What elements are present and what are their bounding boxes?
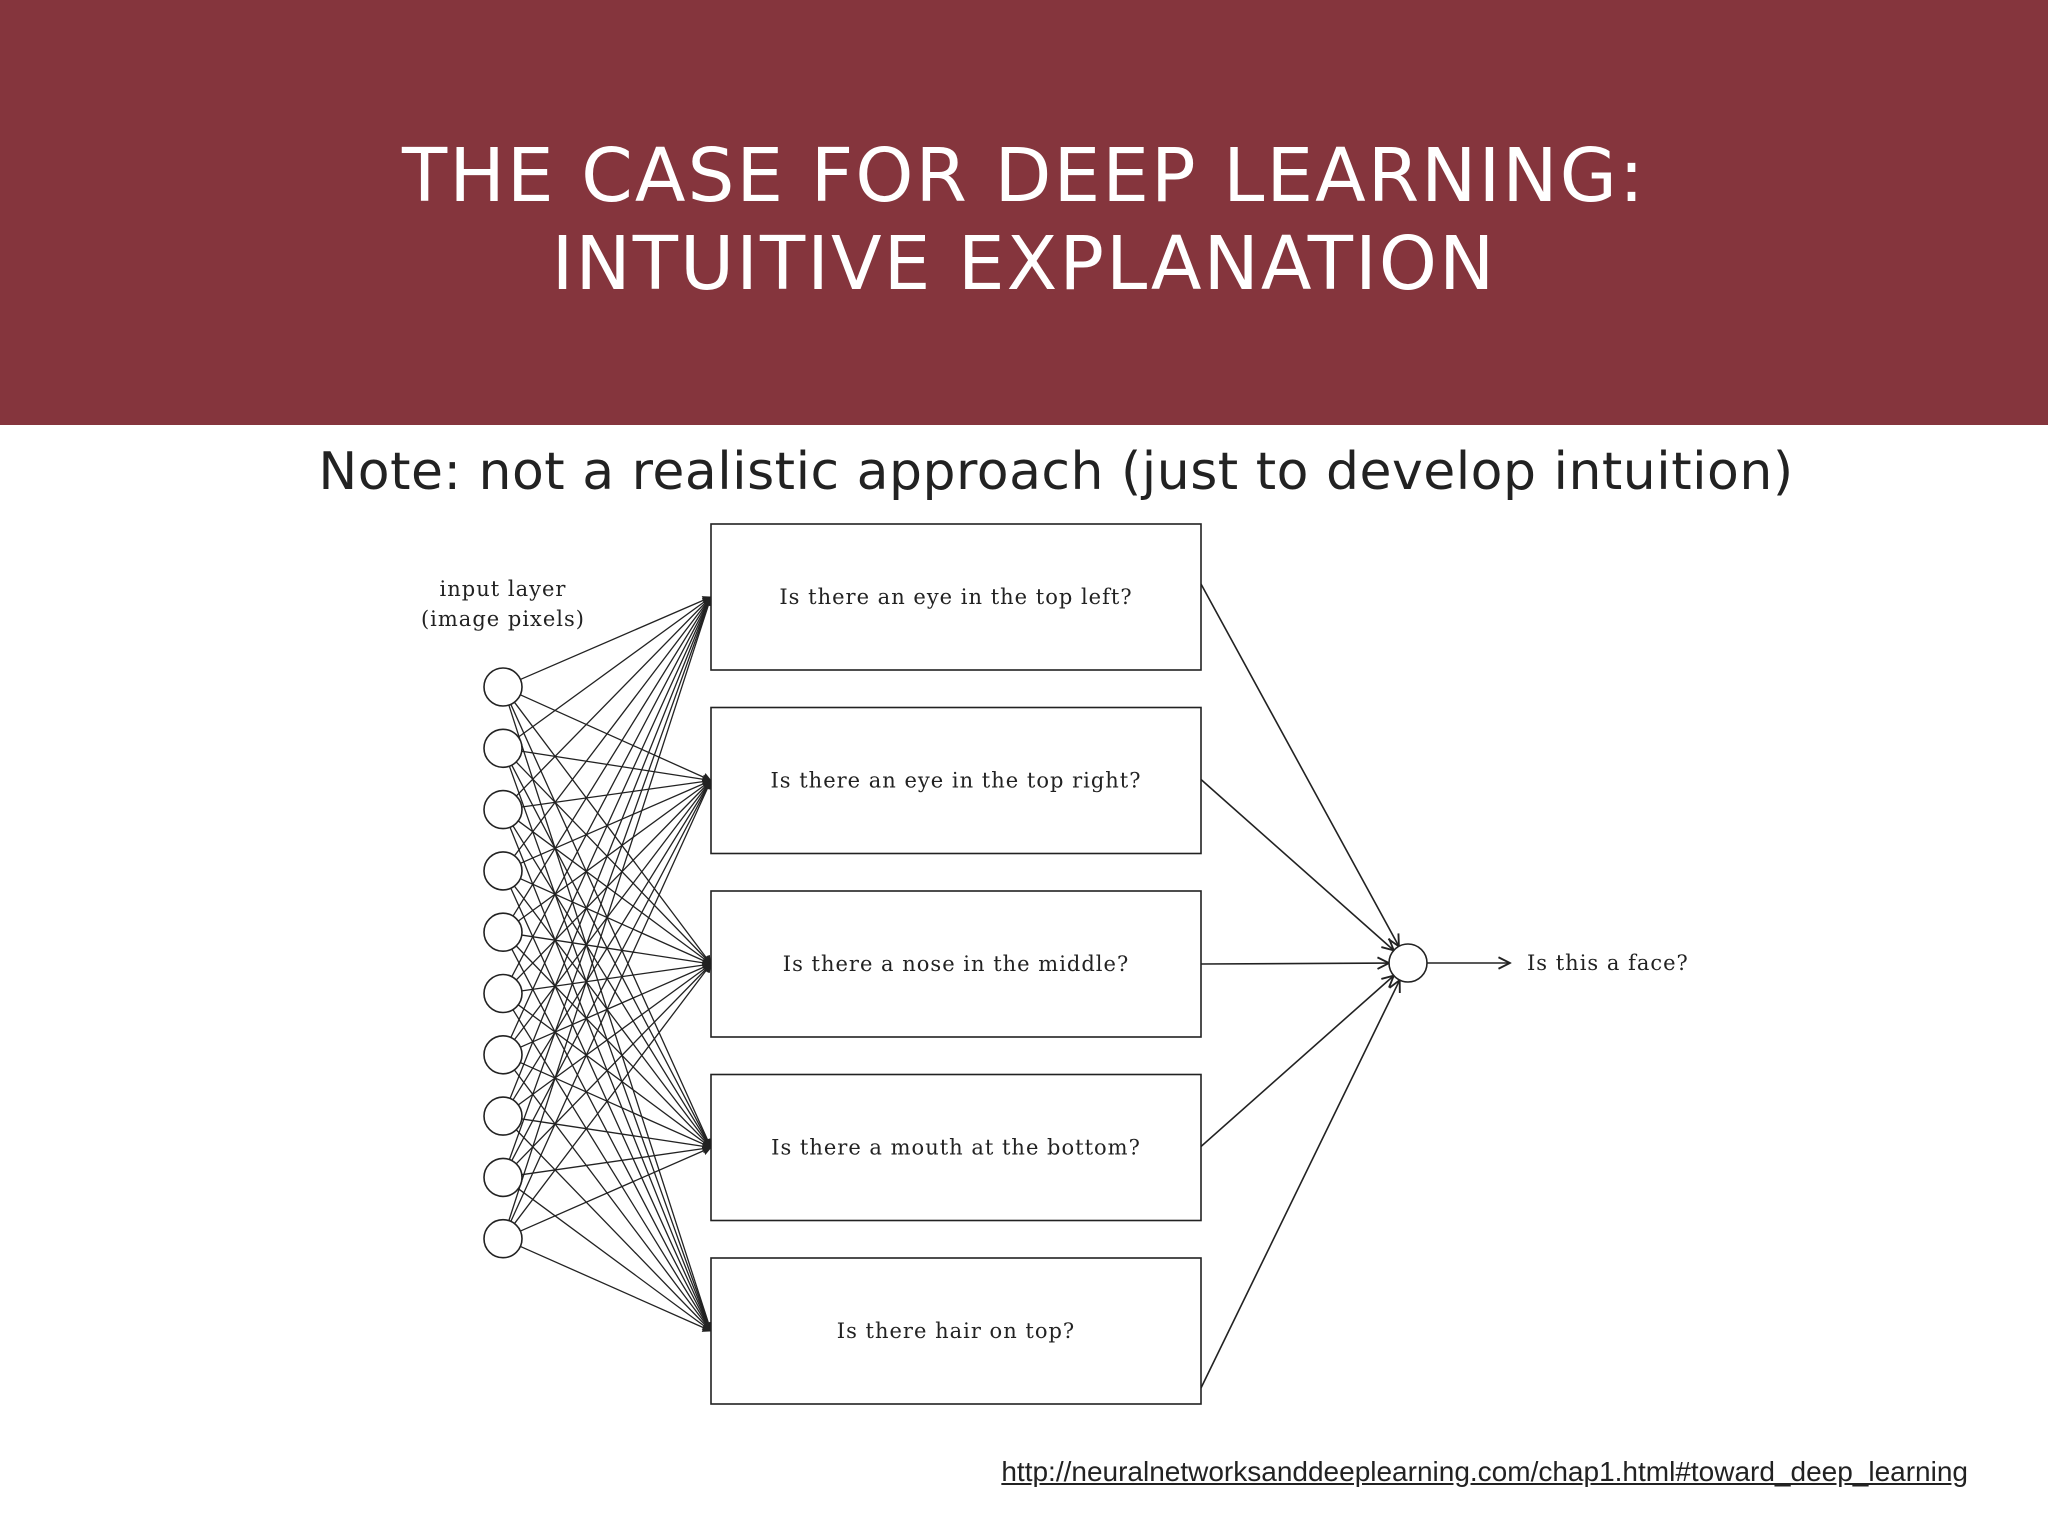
input-edge (515, 779, 712, 981)
title-line-1: THE CASE FOR DEEP LEARNING: (402, 133, 1646, 219)
question-box (710, 890, 1202, 1038)
input-edge (508, 704, 713, 1332)
input-edge (517, 779, 712, 922)
input-edge (521, 777, 712, 808)
input-edge (515, 1129, 712, 1332)
note-text: Note: not a realistic approach (just to … (318, 442, 1794, 502)
question-box (710, 523, 1202, 671)
output-node (1388, 943, 1428, 983)
question-label: Is there an eye in the top left? (779, 585, 1132, 609)
input-edge (510, 704, 712, 1149)
question-to-output-edge (1200, 778, 1394, 951)
input-edge (512, 779, 712, 1101)
input-edge (511, 779, 712, 1161)
input-edge (520, 1146, 712, 1232)
question-to-output-edge (1200, 980, 1400, 1389)
input-edge (513, 1069, 712, 1332)
input-edge (520, 963, 712, 1048)
input-edge (521, 750, 712, 784)
input-edge (508, 765, 713, 1332)
question-label: Is there an eye in the top right? (771, 769, 1142, 793)
input-node (483, 973, 523, 1014)
question-to-output-connections (1200, 583, 1400, 1389)
input-connections (508, 596, 713, 1332)
input-edge (512, 1009, 712, 1332)
question-label: Is there a nose in the middle? (783, 952, 1129, 976)
input-edge (509, 827, 713, 1332)
question-label: Is there hair on top? (837, 1319, 1075, 1343)
input-edge (513, 779, 712, 1041)
title-banner (0, 0, 2048, 425)
input-node (483, 1096, 523, 1136)
input-edge (517, 1188, 712, 1332)
input-edge (512, 596, 712, 917)
input-node (483, 912, 523, 953)
question-box (710, 1073, 1202, 1222)
input-edge (508, 596, 713, 1160)
question-to-output-edge (1200, 963, 1389, 964)
question-boxes: Is there an eye in the top left? Is there… (710, 523, 1202, 1405)
input-edge (520, 1245, 712, 1332)
slide-title: THE CASE FOR DEEP LEARNING: INTUITIVE EX… (0, 132, 2048, 308)
input-edge (520, 878, 712, 965)
input-edge (508, 596, 713, 1221)
input-edge (510, 596, 712, 1038)
input-layer-label-line-1: input layer (440, 577, 567, 601)
question-box (710, 706, 1202, 855)
input-edge (513, 596, 712, 857)
input-edge (517, 596, 712, 738)
output-label: Is this a face? (1527, 951, 1689, 975)
input-edge (510, 887, 712, 1332)
input-edge (515, 963, 712, 1165)
input-node (483, 1218, 523, 1259)
input-edge (520, 1061, 712, 1149)
input-edge (510, 779, 712, 1222)
input-edge (520, 596, 712, 681)
input-edge (512, 825, 712, 1149)
input-edge (520, 694, 712, 782)
input-edge (509, 596, 713, 1099)
input-edge (517, 1004, 712, 1149)
question-box (710, 1257, 1202, 1405)
input-node (483, 789, 523, 830)
input-layer-label-line-2: (image pixels) (421, 607, 585, 631)
input-node (483, 667, 523, 707)
input-edge (521, 960, 712, 992)
input-node (483, 1157, 523, 1198)
input-node (483, 851, 523, 891)
question-to-output-edge (1200, 976, 1394, 1148)
input-edge (513, 701, 712, 965)
input-edge (521, 1144, 712, 1176)
input-node (483, 1035, 523, 1075)
input-edge (511, 948, 712, 1332)
input-edge (521, 1118, 712, 1151)
input-edge (511, 764, 712, 1149)
input-layer-nodes (483, 667, 523, 1259)
input-edge (517, 820, 712, 965)
input-edge (515, 761, 712, 965)
input-edge (515, 945, 712, 1149)
input-edge (515, 596, 712, 797)
question-to-output-edge (1200, 583, 1399, 946)
input-node (483, 728, 523, 769)
input-edge (520, 779, 712, 864)
input-edge (513, 963, 712, 1224)
title-line-2: INTUITIVE EXPLANATION (551, 221, 1497, 307)
input-edge (521, 934, 712, 968)
question-label: Is there a mouth at the bottom? (771, 1136, 1141, 1160)
input-edge (513, 885, 712, 1149)
source-link[interactable]: http://neuralnetworksanddeeplearning.com… (1001, 1456, 1968, 1487)
